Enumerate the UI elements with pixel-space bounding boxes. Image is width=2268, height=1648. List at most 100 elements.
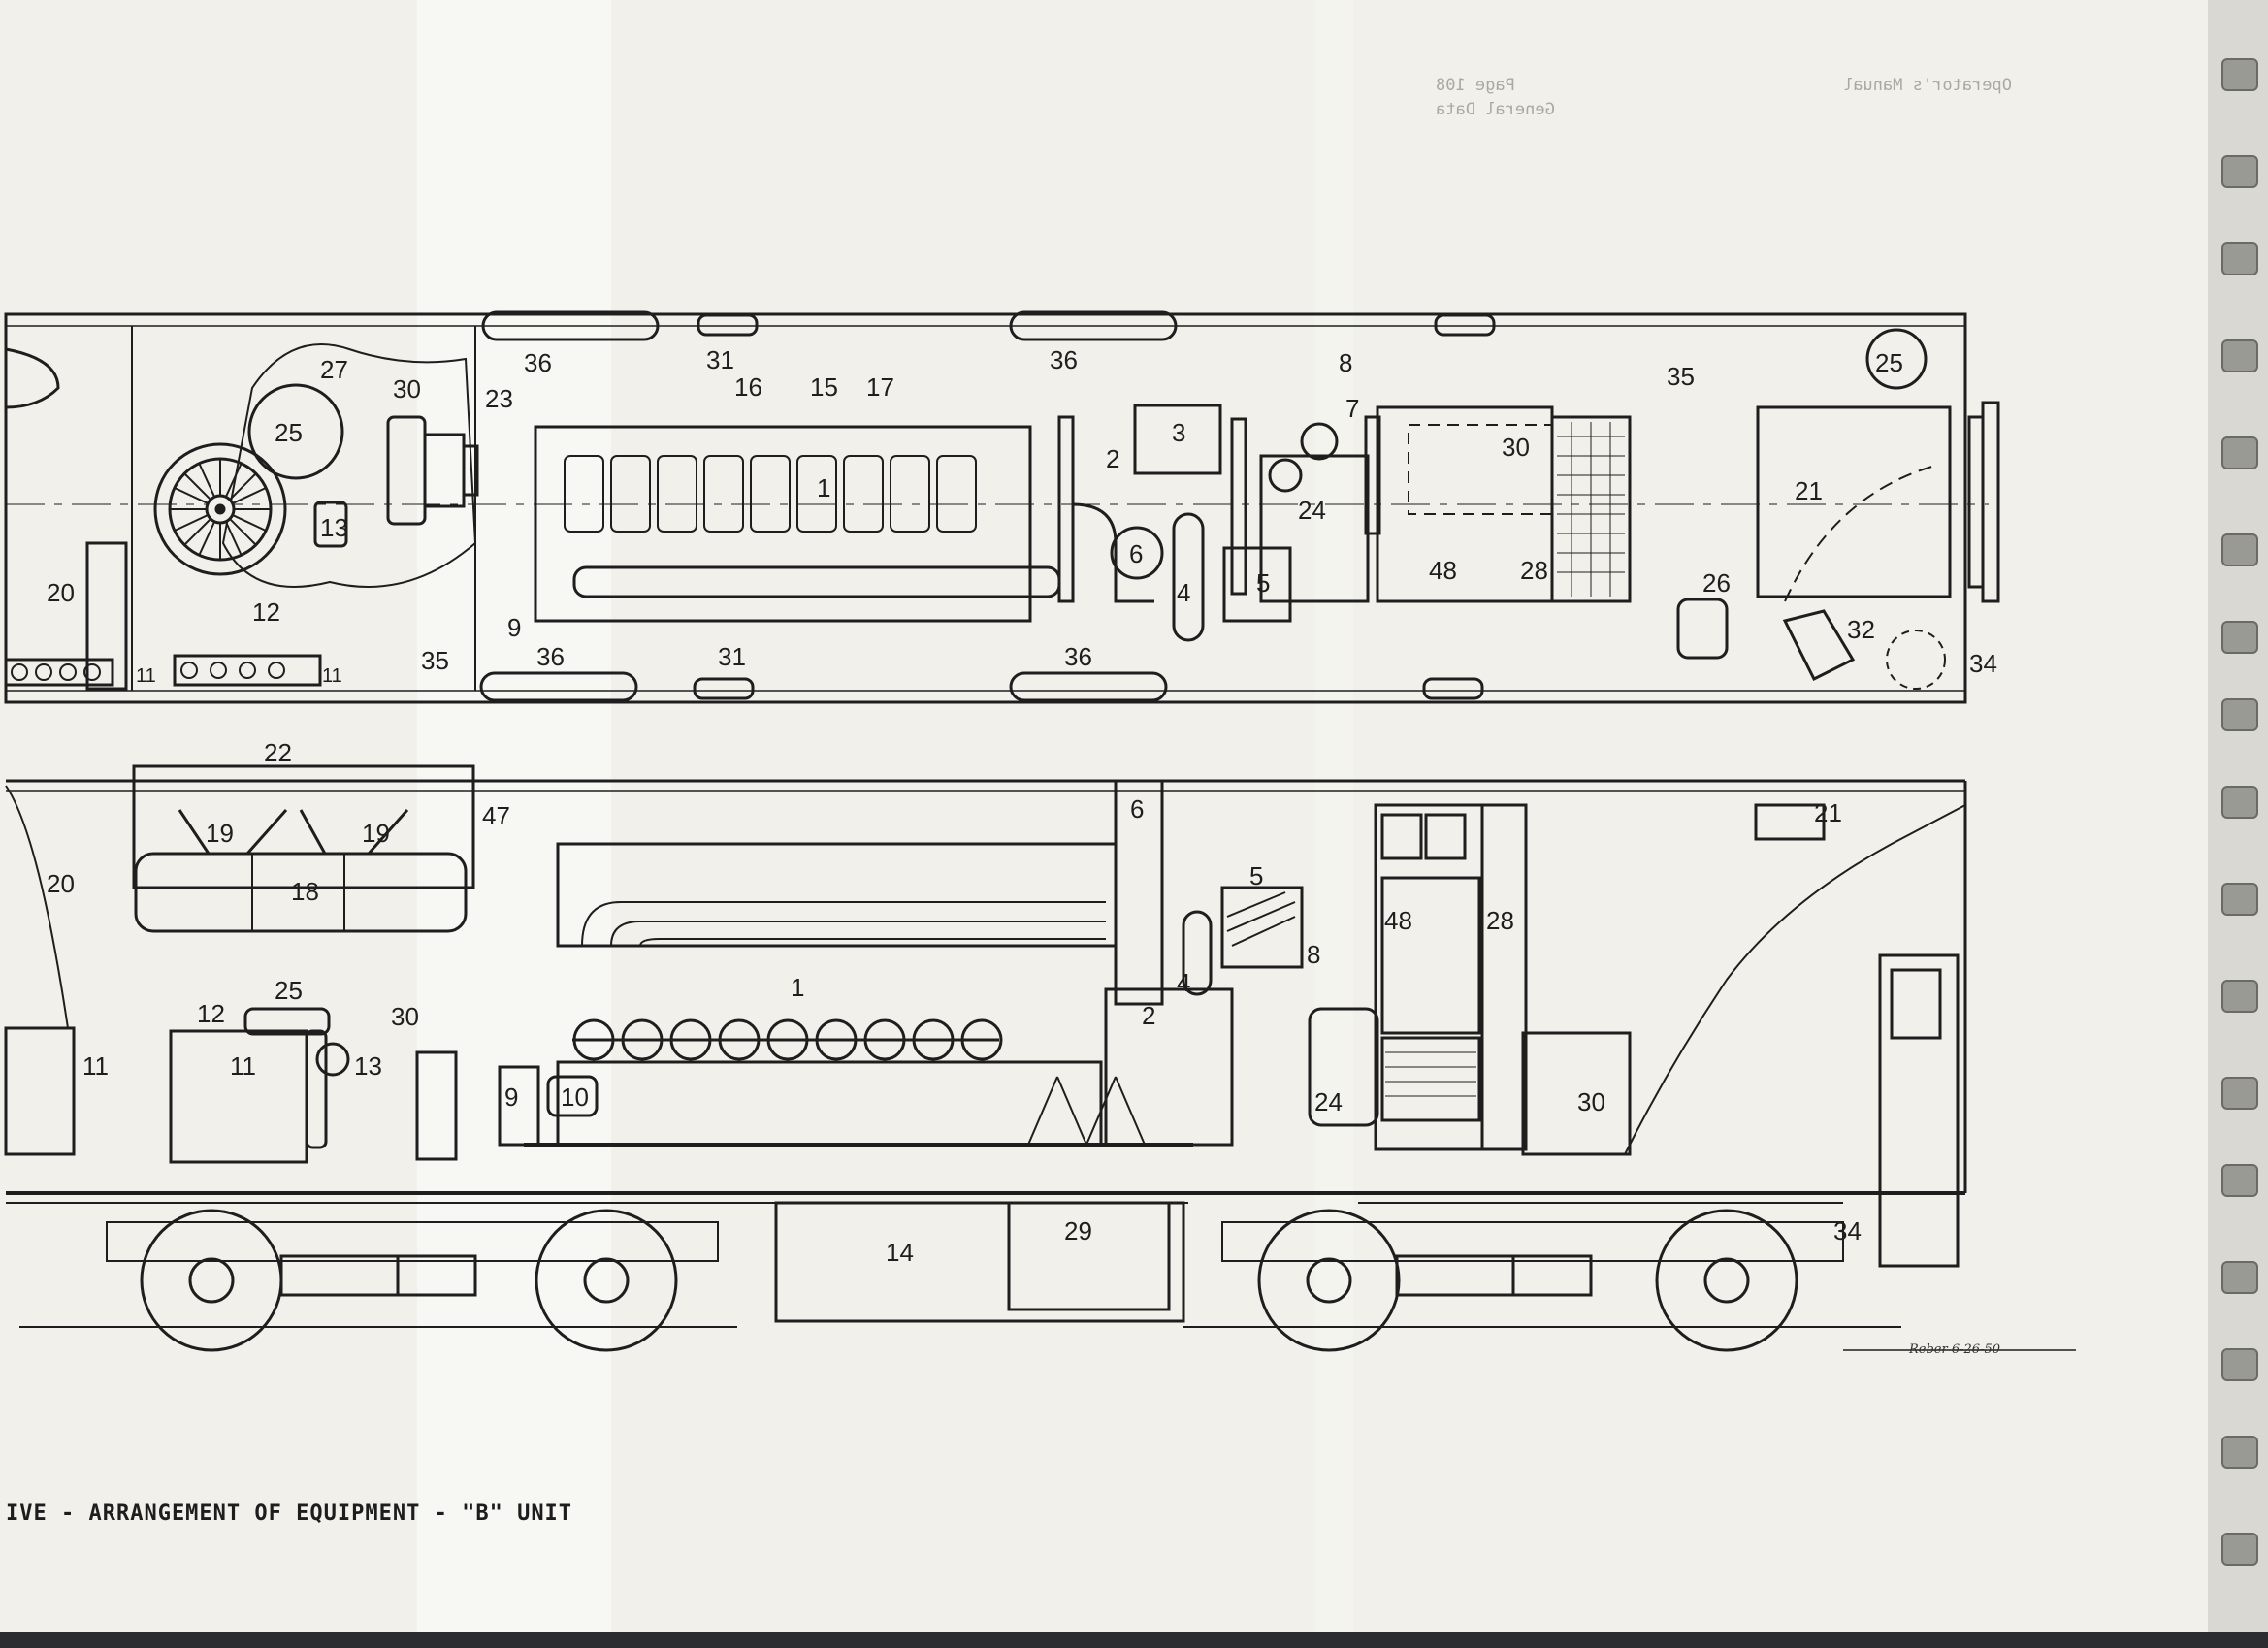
engine-frame bbox=[1027, 1076, 1146, 1146]
part-11-left bbox=[4, 658, 114, 687]
tank-25 bbox=[247, 383, 344, 480]
tank-36 bbox=[479, 310, 1178, 702]
callout: 29 bbox=[1064, 1216, 1092, 1245]
callout: 10 bbox=[561, 1083, 589, 1112]
locomotive-drawing: 27 30 25 13 12 20 11 11 35 36 36 31 31 3… bbox=[4, 310, 2076, 1352]
callout: 19 bbox=[362, 819, 390, 848]
callout: 7 bbox=[1345, 394, 1359, 423]
callout: 27 bbox=[320, 355, 348, 384]
callout: 25 bbox=[1875, 348, 1903, 377]
callout: 22 bbox=[264, 738, 292, 767]
radiator-fan bbox=[153, 442, 287, 576]
callout: 5 bbox=[1256, 568, 1270, 598]
callout: 16 bbox=[734, 372, 762, 402]
front-truck bbox=[106, 1209, 719, 1352]
binding-ring bbox=[2221, 1348, 2258, 1381]
callout: 47 bbox=[482, 801, 510, 830]
sand-box-31 bbox=[693, 313, 1496, 700]
part-9 bbox=[498, 1065, 540, 1147]
tank-25-right bbox=[1865, 328, 1928, 390]
callout: 35 bbox=[1667, 362, 1695, 391]
callout: 1 bbox=[791, 973, 804, 1002]
callout: 9 bbox=[507, 613, 521, 642]
callout: 24 bbox=[1298, 496, 1326, 525]
callout: 30 bbox=[1502, 433, 1530, 462]
part-10 bbox=[546, 1075, 599, 1117]
part-13 bbox=[313, 501, 348, 548]
radiator-grille bbox=[1550, 415, 1632, 603]
part-6 bbox=[1110, 526, 1164, 580]
wheel bbox=[140, 1209, 283, 1352]
engine-base bbox=[556, 1060, 1103, 1147]
callout: 25 bbox=[275, 976, 303, 1005]
radiator-housing-22 bbox=[132, 764, 475, 889]
elevation-view bbox=[4, 764, 2076, 1352]
callout: 48 bbox=[1429, 556, 1457, 585]
callout: 28 bbox=[1486, 906, 1514, 935]
generator-2 bbox=[1104, 987, 1234, 1147]
callout: 35 bbox=[421, 646, 449, 675]
callout: 4 bbox=[1177, 578, 1190, 607]
callout: 12 bbox=[197, 999, 225, 1028]
rear-truck bbox=[1221, 1209, 1844, 1352]
cutaway-curve bbox=[1624, 804, 1966, 1155]
battery-box-29 bbox=[1007, 1201, 1171, 1311]
part-4-elevation bbox=[1182, 910, 1213, 996]
callout: 6 bbox=[1130, 794, 1144, 824]
callout: 11 bbox=[230, 1051, 256, 1081]
callout: 30 bbox=[393, 374, 421, 404]
callout: 32 bbox=[1847, 615, 1875, 644]
callout: 36 bbox=[524, 348, 552, 377]
binding-ring bbox=[2221, 242, 2258, 275]
part-11-left-elevation bbox=[4, 1026, 76, 1156]
page-fold-highlight-right bbox=[1314, 0, 1353, 1648]
part-4 bbox=[1172, 512, 1205, 642]
radiator-19-right bbox=[299, 809, 409, 856]
callout: 36 bbox=[1064, 642, 1092, 671]
cutaway-left bbox=[5, 785, 69, 1029]
callout: 13 bbox=[354, 1051, 382, 1081]
callout: 31 bbox=[718, 642, 746, 671]
callout: 9 bbox=[504, 1083, 518, 1112]
engine-cylinders bbox=[564, 455, 977, 533]
callout: 20 bbox=[47, 869, 75, 898]
callout: 26 bbox=[1702, 568, 1731, 598]
part-30 bbox=[386, 415, 427, 526]
callout: 3 bbox=[1172, 418, 1185, 447]
callout: 21 bbox=[1795, 476, 1823, 505]
draftsman-signature: Reber 6-26-50 bbox=[1909, 1342, 2000, 1357]
part-5-elevation bbox=[1220, 886, 1304, 969]
air-compressor-24 bbox=[1259, 454, 1370, 603]
wheel bbox=[1257, 1209, 1401, 1352]
binding-ring bbox=[2221, 883, 2258, 916]
callout: 28 bbox=[1520, 556, 1548, 585]
binding-ring bbox=[2221, 339, 2258, 372]
callout: 4 bbox=[1177, 968, 1190, 997]
callout: 6 bbox=[1129, 539, 1143, 568]
tank-18 bbox=[134, 852, 468, 933]
cabinet-28-elevation bbox=[1480, 803, 1528, 1151]
callout: 2 bbox=[1142, 1001, 1155, 1030]
callout: 21 bbox=[1814, 798, 1842, 827]
callout: 8 bbox=[1307, 940, 1320, 969]
elevation-callouts: 22 19 19 47 18 20 6 5 48 28 21 25 12 1 8… bbox=[47, 738, 1862, 1267]
cutaway-region bbox=[221, 343, 477, 588]
part-26 bbox=[1676, 598, 1729, 660]
spiral-binding bbox=[2208, 0, 2268, 1648]
part-34 bbox=[1886, 630, 1946, 690]
fuel-tank-14 bbox=[774, 1201, 1185, 1323]
callout: 5 bbox=[1249, 861, 1263, 890]
callout: 30 bbox=[1577, 1087, 1605, 1116]
callout: 20 bbox=[47, 578, 75, 607]
plan-view-outline bbox=[4, 312, 1967, 704]
binding-ring bbox=[2221, 436, 2258, 469]
callout: 14 bbox=[886, 1238, 914, 1267]
binding-ring bbox=[2221, 1261, 2258, 1294]
callout: 25 bbox=[275, 418, 303, 447]
callout: 36 bbox=[536, 642, 565, 671]
callout: 8 bbox=[1339, 348, 1352, 377]
binding-ring bbox=[2221, 980, 2258, 1013]
cabinet-grille bbox=[1380, 1036, 1481, 1122]
binding-ring bbox=[2221, 786, 2258, 819]
